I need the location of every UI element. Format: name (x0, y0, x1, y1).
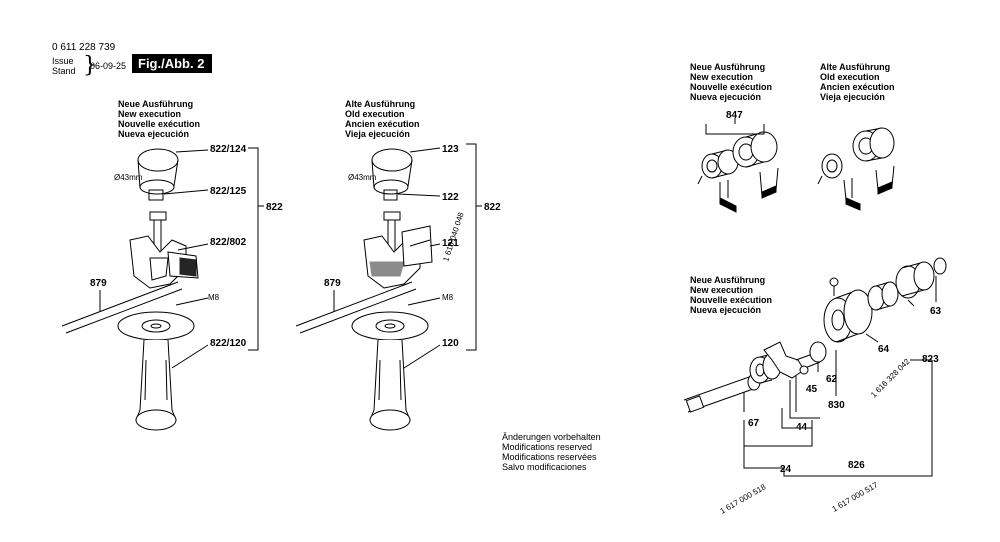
note-line: Salvo modificaciones (502, 462, 587, 472)
heading-new-execution-gear: Neue Ausführung New execution Nouvelle e… (690, 275, 772, 315)
part-label: 120 (442, 338, 459, 349)
issue-date: 06-09-25 (90, 61, 127, 71)
heading-new-execution-left: Neue Ausführung New execution Nouvelle e… (118, 99, 200, 139)
heading-line: Nueva ejecución (690, 305, 762, 315)
part-label: 826 (848, 460, 865, 471)
part-label: 822/124 (210, 144, 247, 155)
document-number: 0 611 228 739 (52, 42, 116, 53)
heading-line: Alte Ausführung (345, 99, 416, 109)
part-label: 879 (324, 278, 341, 289)
heading-line: New execution (690, 72, 754, 82)
part-label: 45 (806, 384, 818, 395)
heading-old-execution-left: Alte Ausführung Old execution Ancien exé… (345, 99, 420, 139)
part-label: 822 (484, 202, 501, 213)
part-label: 67 (748, 418, 760, 429)
heading-line: Nouvelle exécution (690, 295, 773, 305)
issue-labels: Issue Stand (52, 56, 76, 76)
heading-line: Ancien exécution (345, 119, 420, 129)
part-label: 822 (266, 202, 283, 213)
part-label: 121 (442, 238, 459, 249)
issue-label: Issue (52, 56, 74, 66)
part-label: Ø43mm (114, 173, 143, 182)
part-code: 1 617 000 517 (831, 480, 880, 514)
part-label: 830 (828, 400, 845, 411)
note-line: Modifications reservées (502, 452, 597, 462)
heading-line: Nueva ejecución (690, 92, 762, 102)
heading-line: Neue Ausführung (690, 62, 766, 72)
heading-line: New execution (690, 285, 754, 295)
part-label: 44 (796, 422, 808, 433)
note-line: Änderungen vorbehalten (502, 432, 601, 442)
part-label: 879 (90, 278, 107, 289)
part-code: 1 616 328 042 (869, 356, 912, 399)
heading-line: Neue Ausführung (690, 275, 766, 285)
heading-line: New execution (118, 109, 182, 119)
part-label: M8 (208, 293, 220, 302)
handle-assembly-old-drawing (295, 143, 482, 431)
part-label: 62 (826, 374, 838, 385)
heading-line: Neue Ausführung (118, 99, 194, 109)
part-label: 24 (780, 464, 792, 475)
heading-line: Nueva ejecución (118, 129, 190, 139)
heading-line: Nouvelle exécution (690, 82, 773, 92)
part-label: 822/125 (210, 186, 247, 197)
part-label: 822/802 (210, 237, 247, 248)
part-code: 1 617 000 518 (719, 482, 768, 516)
part-label: 63 (930, 306, 942, 317)
part-label: 823 (922, 354, 939, 365)
part-code: 1 618 040 048 (441, 211, 466, 263)
part-label: 822/120 (210, 338, 247, 349)
heading-line: Ancien exécution (820, 82, 895, 92)
heading-line: Vieja ejecución (820, 92, 885, 102)
heading-line: Nouvelle exécution (118, 119, 201, 129)
part-label: 122 (442, 192, 459, 203)
heading-line: Old execution (345, 109, 405, 119)
note-line: Modifications reserved (502, 442, 593, 452)
part-label: 123 (442, 144, 459, 155)
bearing-sleeve-drawing (697, 118, 895, 213)
part-label: Ø43mm (348, 173, 377, 182)
gear-shaft-drawing (683, 257, 947, 477)
brace-icon: } (83, 53, 97, 78)
heading-old-execution-bearing: Alte Ausführung Old execution Ancien exé… (820, 62, 895, 102)
stand-label: Stand (52, 66, 76, 76)
heading-line: Old execution (820, 72, 880, 82)
heading-line: Vieja ejecución (345, 129, 410, 139)
modifications-note: Änderungen vorbehalten Modifications res… (502, 432, 601, 472)
part-label: M8 (442, 293, 454, 302)
figure-label: Fig./Abb. 2 (132, 54, 213, 73)
part-label: 64 (878, 344, 890, 355)
part-label: 847 (726, 110, 743, 121)
heading-new-execution-bearing: Neue Ausführung New execution Nouvelle e… (690, 62, 772, 102)
heading-line: Alte Ausführung (820, 62, 891, 72)
handle-assembly-drawing (61, 147, 264, 431)
